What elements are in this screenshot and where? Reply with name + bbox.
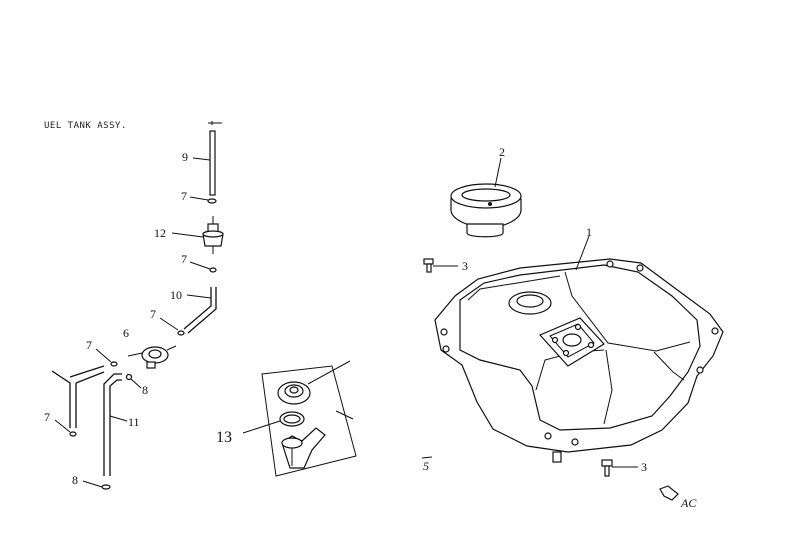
label-7-hose: 7 bbox=[150, 307, 156, 321]
leader-7-mid bbox=[189, 261, 211, 270]
filler-neck-inset: 13 bbox=[216, 360, 357, 477]
label-2: 2 bbox=[499, 145, 505, 159]
bolt-3-top: 3 bbox=[423, 258, 468, 273]
label-11: 11 bbox=[128, 415, 140, 429]
hose-9 bbox=[209, 130, 216, 196]
marker-5: 5 bbox=[423, 459, 429, 473]
inset-leader-top bbox=[307, 360, 351, 385]
hose-assembly: 9 7 12 7 10 7 bbox=[44, 121, 224, 490]
leader-8-a bbox=[130, 378, 142, 389]
leader-7-top bbox=[189, 196, 209, 201]
fuel-cap-2: 2 bbox=[450, 145, 522, 238]
arrow-label: AC bbox=[680, 496, 697, 510]
leader-8-b bbox=[82, 480, 103, 488]
fuel-filter-12 bbox=[202, 216, 224, 254]
hose-10-b bbox=[187, 287, 217, 334]
leader-13 bbox=[242, 420, 281, 434]
label-9: 9 bbox=[182, 150, 188, 164]
inset-leader-right bbox=[335, 410, 354, 420]
fuel-tank-1: 1 bbox=[434, 225, 724, 463]
leader-2 bbox=[494, 157, 502, 188]
hose-end-cap bbox=[208, 121, 222, 125]
leader-7-left-top bbox=[95, 348, 112, 363]
inset-frame bbox=[261, 365, 357, 477]
clip-7-mid bbox=[209, 267, 217, 273]
leader-12 bbox=[171, 232, 204, 238]
label-3-bottom: 3 bbox=[641, 460, 647, 474]
clamp-8-a bbox=[125, 373, 133, 381]
clip-7-left-bottom bbox=[69, 431, 77, 437]
leader-7-hose bbox=[159, 317, 179, 331]
leader-10 bbox=[186, 294, 212, 299]
hose-11-b bbox=[109, 379, 122, 476]
diagram-title: UEL TANK ASSY. bbox=[44, 121, 127, 131]
leader-7-left-bottom bbox=[54, 419, 71, 433]
tank-ridge bbox=[564, 271, 691, 352]
label-1: 1 bbox=[586, 225, 592, 239]
leader-11 bbox=[109, 415, 128, 422]
label-7-left-top: 7 bbox=[86, 338, 92, 352]
hose-left-top-b bbox=[75, 371, 105, 384]
label-8-a: 8 bbox=[142, 383, 148, 397]
bolt-3-bottom: 3 bbox=[601, 459, 647, 477]
hose-left-top-a bbox=[69, 365, 105, 378]
clamp-8-b bbox=[101, 484, 111, 490]
direction-arrow: AC bbox=[659, 485, 697, 510]
label-6: 6 bbox=[123, 326, 129, 340]
clip-7-hose bbox=[177, 330, 185, 336]
leader-9 bbox=[192, 157, 211, 161]
hose-11-a bbox=[103, 373, 122, 476]
clip-7-top bbox=[207, 198, 217, 204]
clip-7-left-top bbox=[110, 361, 118, 367]
label-3-top: 3 bbox=[462, 259, 468, 273]
label-7-mid: 7 bbox=[181, 252, 187, 266]
label-7-left-bottom: 7 bbox=[44, 410, 50, 424]
label-12: 12 bbox=[154, 226, 166, 240]
label-10: 10 bbox=[170, 288, 182, 302]
label-8-b: 8 bbox=[72, 473, 78, 487]
hose-10-a bbox=[183, 287, 212, 330]
fuel-valve bbox=[127, 345, 177, 369]
leader-1 bbox=[575, 235, 590, 271]
label-13: 13 bbox=[216, 429, 232, 446]
label-7-top: 7 bbox=[181, 189, 187, 203]
hose-left-a bbox=[51, 370, 71, 428]
